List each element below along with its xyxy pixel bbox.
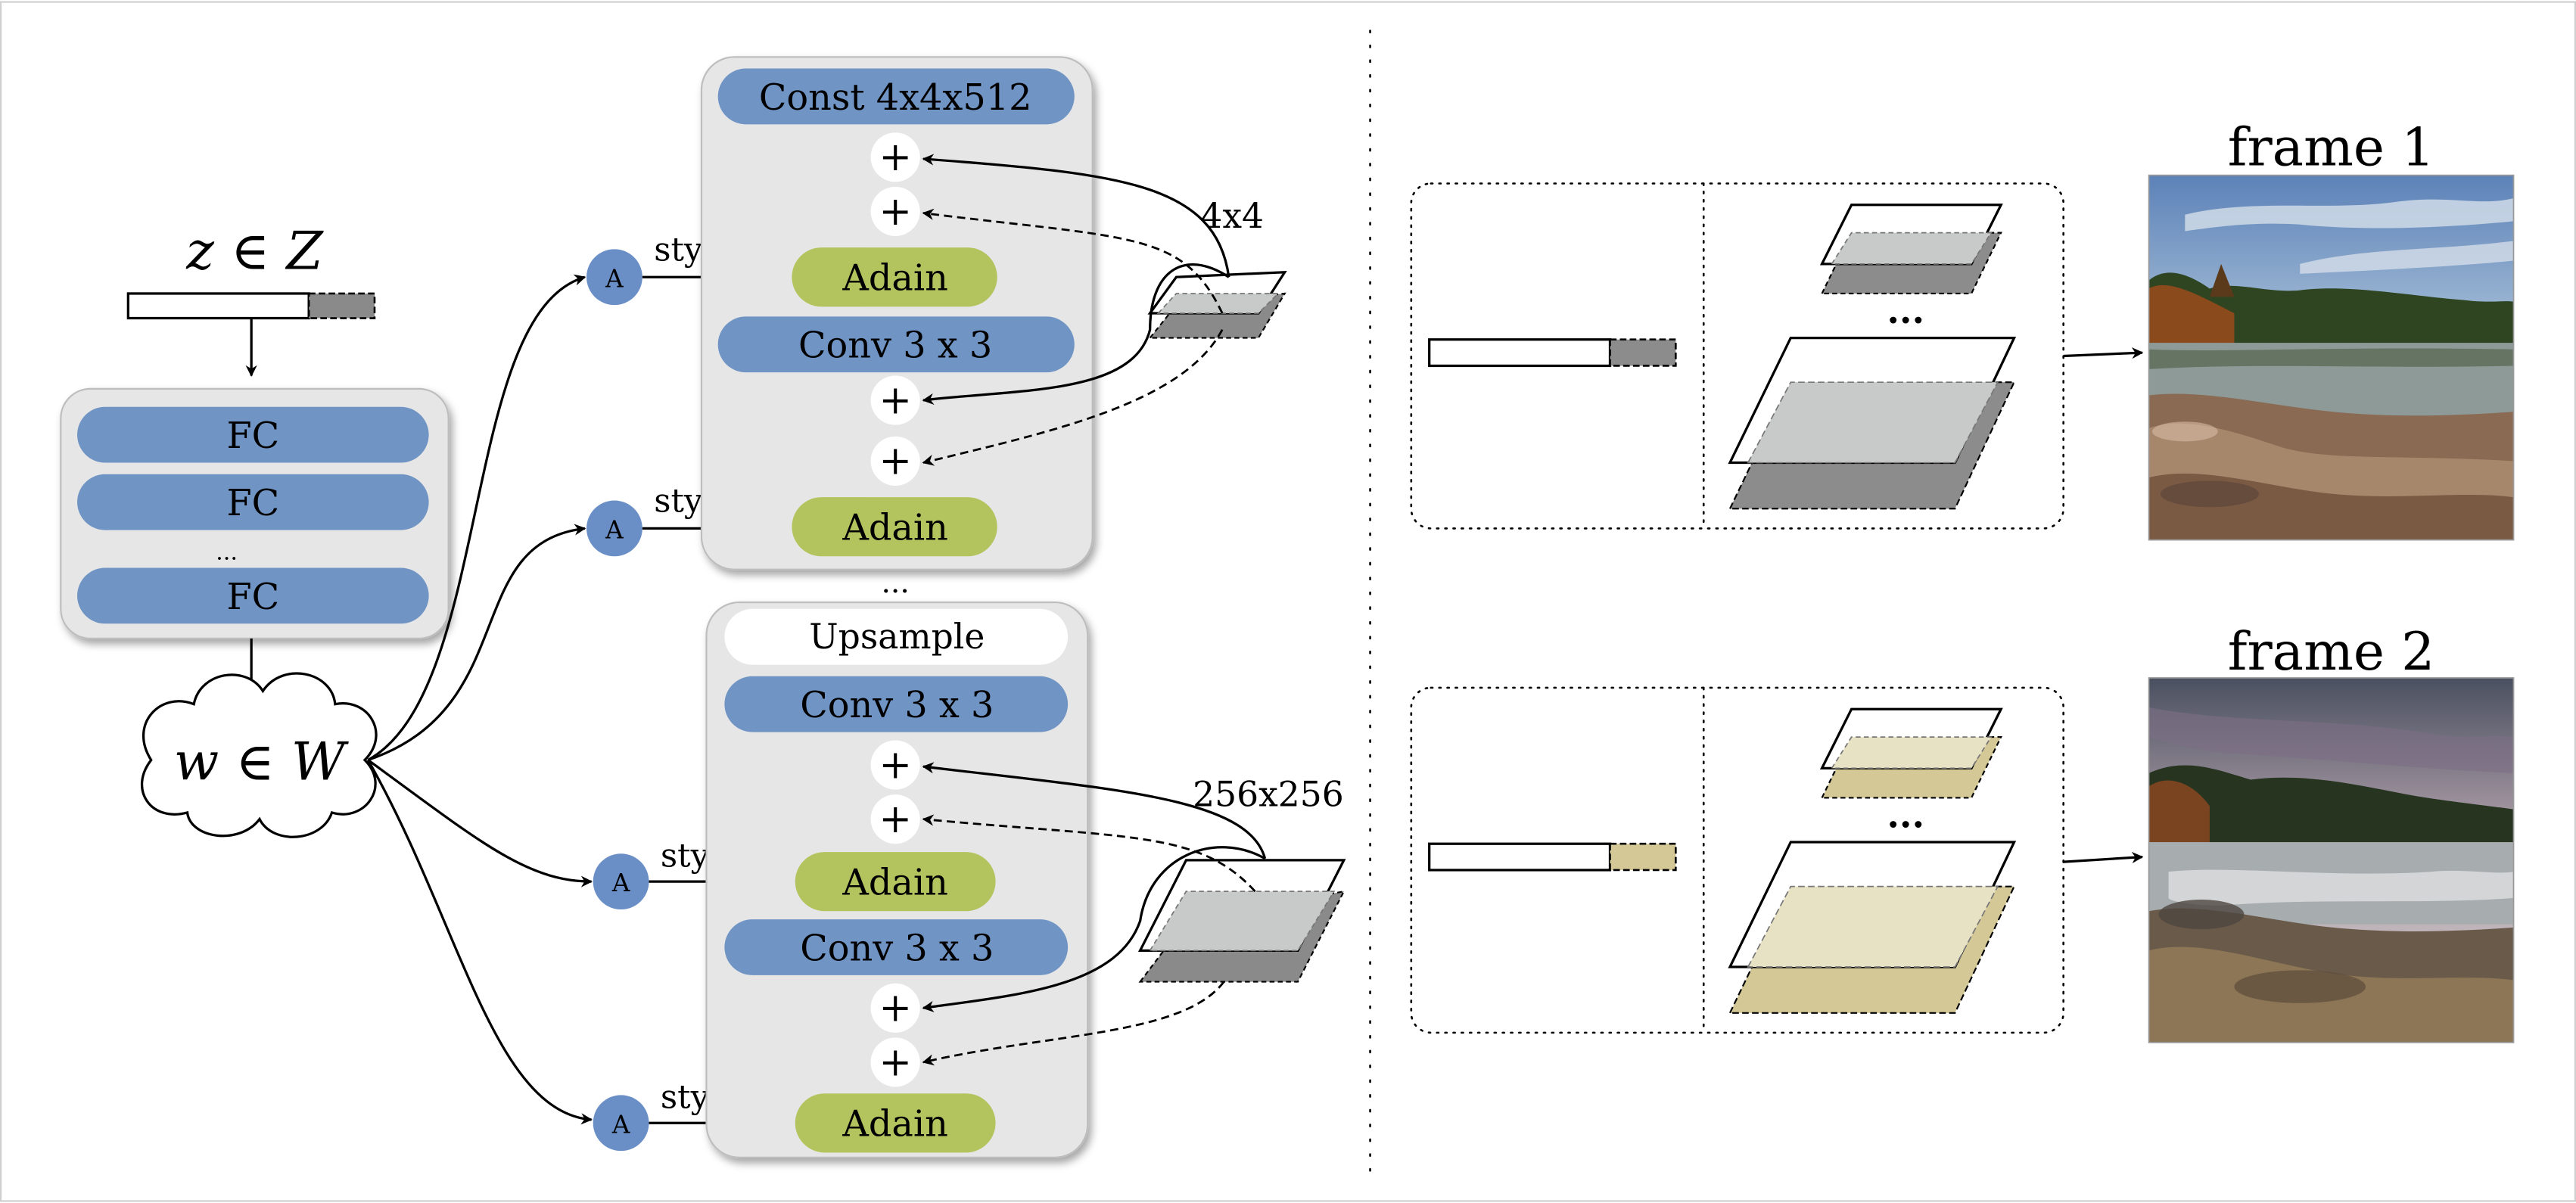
frame-2-image bbox=[2148, 677, 2515, 1043]
conv-label-2: Conv 3 x 3 bbox=[800, 685, 994, 726]
noise-arrow-6 bbox=[922, 814, 1256, 893]
conv-label-3: Conv 3 x 3 bbox=[800, 928, 994, 969]
adain-block-1 bbox=[792, 247, 997, 307]
a-node-4 bbox=[593, 1095, 649, 1152]
fc-block-1 bbox=[77, 406, 429, 463]
plus-label-2: + bbox=[879, 189, 912, 235]
frame-1-large-plane-inner bbox=[1747, 381, 1999, 464]
frame-1-plane-dots: ... bbox=[1887, 290, 1924, 332]
frame-1-small-plane-inner bbox=[1830, 232, 1993, 265]
w-to-a3-arrow bbox=[367, 759, 593, 887]
frame-1-inputs: ... bbox=[1410, 182, 2064, 530]
z-vector-extra bbox=[307, 292, 376, 319]
synthesis-top-panel bbox=[700, 56, 1094, 570]
fc-block-2 bbox=[77, 474, 429, 530]
noise-add-1 bbox=[870, 132, 920, 182]
noise-add-8 bbox=[870, 1037, 920, 1087]
frame-1-output-arrow bbox=[2063, 347, 2144, 359]
plus-label-8: + bbox=[879, 1040, 912, 1085]
frame-1-latent-extra bbox=[1609, 338, 1677, 367]
z-latent-label: z ∈ Z bbox=[185, 221, 324, 281]
a-node-3 bbox=[593, 853, 649, 910]
frame-2-input-box bbox=[1410, 686, 2064, 1034]
noise-size-256: 256x256 bbox=[1193, 774, 1344, 814]
adain-label-3: Adain bbox=[842, 863, 948, 904]
a-node-1 bbox=[586, 249, 642, 306]
const-block bbox=[717, 68, 1075, 125]
noise-arrow-5 bbox=[922, 762, 1267, 860]
frame-1-title: frame 1 bbox=[2228, 118, 2435, 179]
a-node-label-4: A bbox=[611, 1110, 630, 1139]
w-to-a1-arrow bbox=[367, 274, 586, 761]
upsample-block bbox=[724, 608, 1069, 665]
synthesis-ellipsis: ... bbox=[882, 566, 910, 600]
conv-block-3 bbox=[724, 919, 1069, 975]
adain-block-4 bbox=[795, 1093, 996, 1153]
a-node-label-1: A bbox=[605, 264, 624, 293]
a-node-2 bbox=[586, 500, 642, 557]
adain-block-3 bbox=[795, 852, 996, 912]
fc-ellipsis: ... bbox=[216, 539, 238, 566]
frame-2-latent-extra bbox=[1609, 842, 1677, 872]
w-to-a4-arrow bbox=[366, 759, 593, 1125]
frame-2-large-plane-inner bbox=[1747, 885, 1999, 968]
conv-block-1 bbox=[717, 316, 1075, 373]
noise-arrow-8 bbox=[922, 981, 1225, 1066]
noise-add-5 bbox=[870, 740, 920, 790]
noise-arrow-1 bbox=[922, 154, 1230, 278]
noise-arrow-3 bbox=[922, 263, 1230, 405]
noise-arrow-2 bbox=[922, 208, 1224, 314]
noise-add-6 bbox=[870, 794, 920, 844]
w-to-a2-arrow bbox=[367, 524, 586, 762]
conv-label-1: Conv 3 x 3 bbox=[798, 325, 992, 367]
noise-add-7 bbox=[870, 983, 920, 1033]
noise-add-4 bbox=[870, 436, 920, 486]
adain-label-4: Adain bbox=[842, 1104, 948, 1145]
fc-label-3: FC bbox=[226, 577, 279, 618]
noise-plane-256 bbox=[1137, 859, 1346, 983]
fc-label-1: FC bbox=[226, 415, 279, 457]
noise-arrow-4 bbox=[922, 329, 1224, 466]
w-latent-label: w ∈ W bbox=[174, 732, 350, 793]
frame-2-small-plane-inner bbox=[1830, 736, 1993, 769]
plus-label-4: + bbox=[879, 439, 912, 484]
plus-label-7: + bbox=[879, 986, 912, 1031]
frame-2-latent-vector bbox=[1428, 842, 1612, 872]
plus-label-6: + bbox=[879, 797, 912, 842]
plus-label-3: + bbox=[879, 378, 912, 423]
upsample-label: Upsample bbox=[809, 617, 985, 657]
noise-arrow-7 bbox=[922, 846, 1266, 1012]
adain-block-2 bbox=[792, 497, 997, 557]
frame-2-output-arrow bbox=[2063, 851, 2144, 864]
plus-label-5: + bbox=[879, 742, 912, 788]
z-vector bbox=[126, 292, 310, 320]
const-label: Const 4x4x512 bbox=[759, 77, 1032, 119]
a-node-label-3: A bbox=[611, 869, 630, 897]
noise-plane-inner-bottom bbox=[1149, 891, 1336, 952]
noise-add-3 bbox=[870, 375, 920, 425]
frame-2-title: frame 2 bbox=[2228, 622, 2435, 682]
frame-2-inputs: ... bbox=[1410, 686, 2064, 1034]
w-cloud bbox=[141, 672, 378, 838]
noise-plane-inner-top bbox=[1156, 293, 1280, 314]
frame-2-plane-dots: ... bbox=[1887, 794, 1924, 837]
fc-block-3 bbox=[77, 567, 429, 624]
adain-label-1: Adain bbox=[842, 258, 948, 300]
fc-label-2: FC bbox=[226, 483, 279, 524]
frame-1-image bbox=[2148, 174, 2515, 541]
a-node-label-2: A bbox=[605, 515, 624, 544]
conv-block-2 bbox=[724, 676, 1069, 732]
plus-label-1: + bbox=[879, 135, 912, 180]
noise-plane-4x4 bbox=[1147, 270, 1287, 339]
adain-label-2: Adain bbox=[842, 508, 948, 549]
frame-1-latent-vector bbox=[1428, 338, 1612, 368]
noise-add-2 bbox=[870, 186, 920, 236]
